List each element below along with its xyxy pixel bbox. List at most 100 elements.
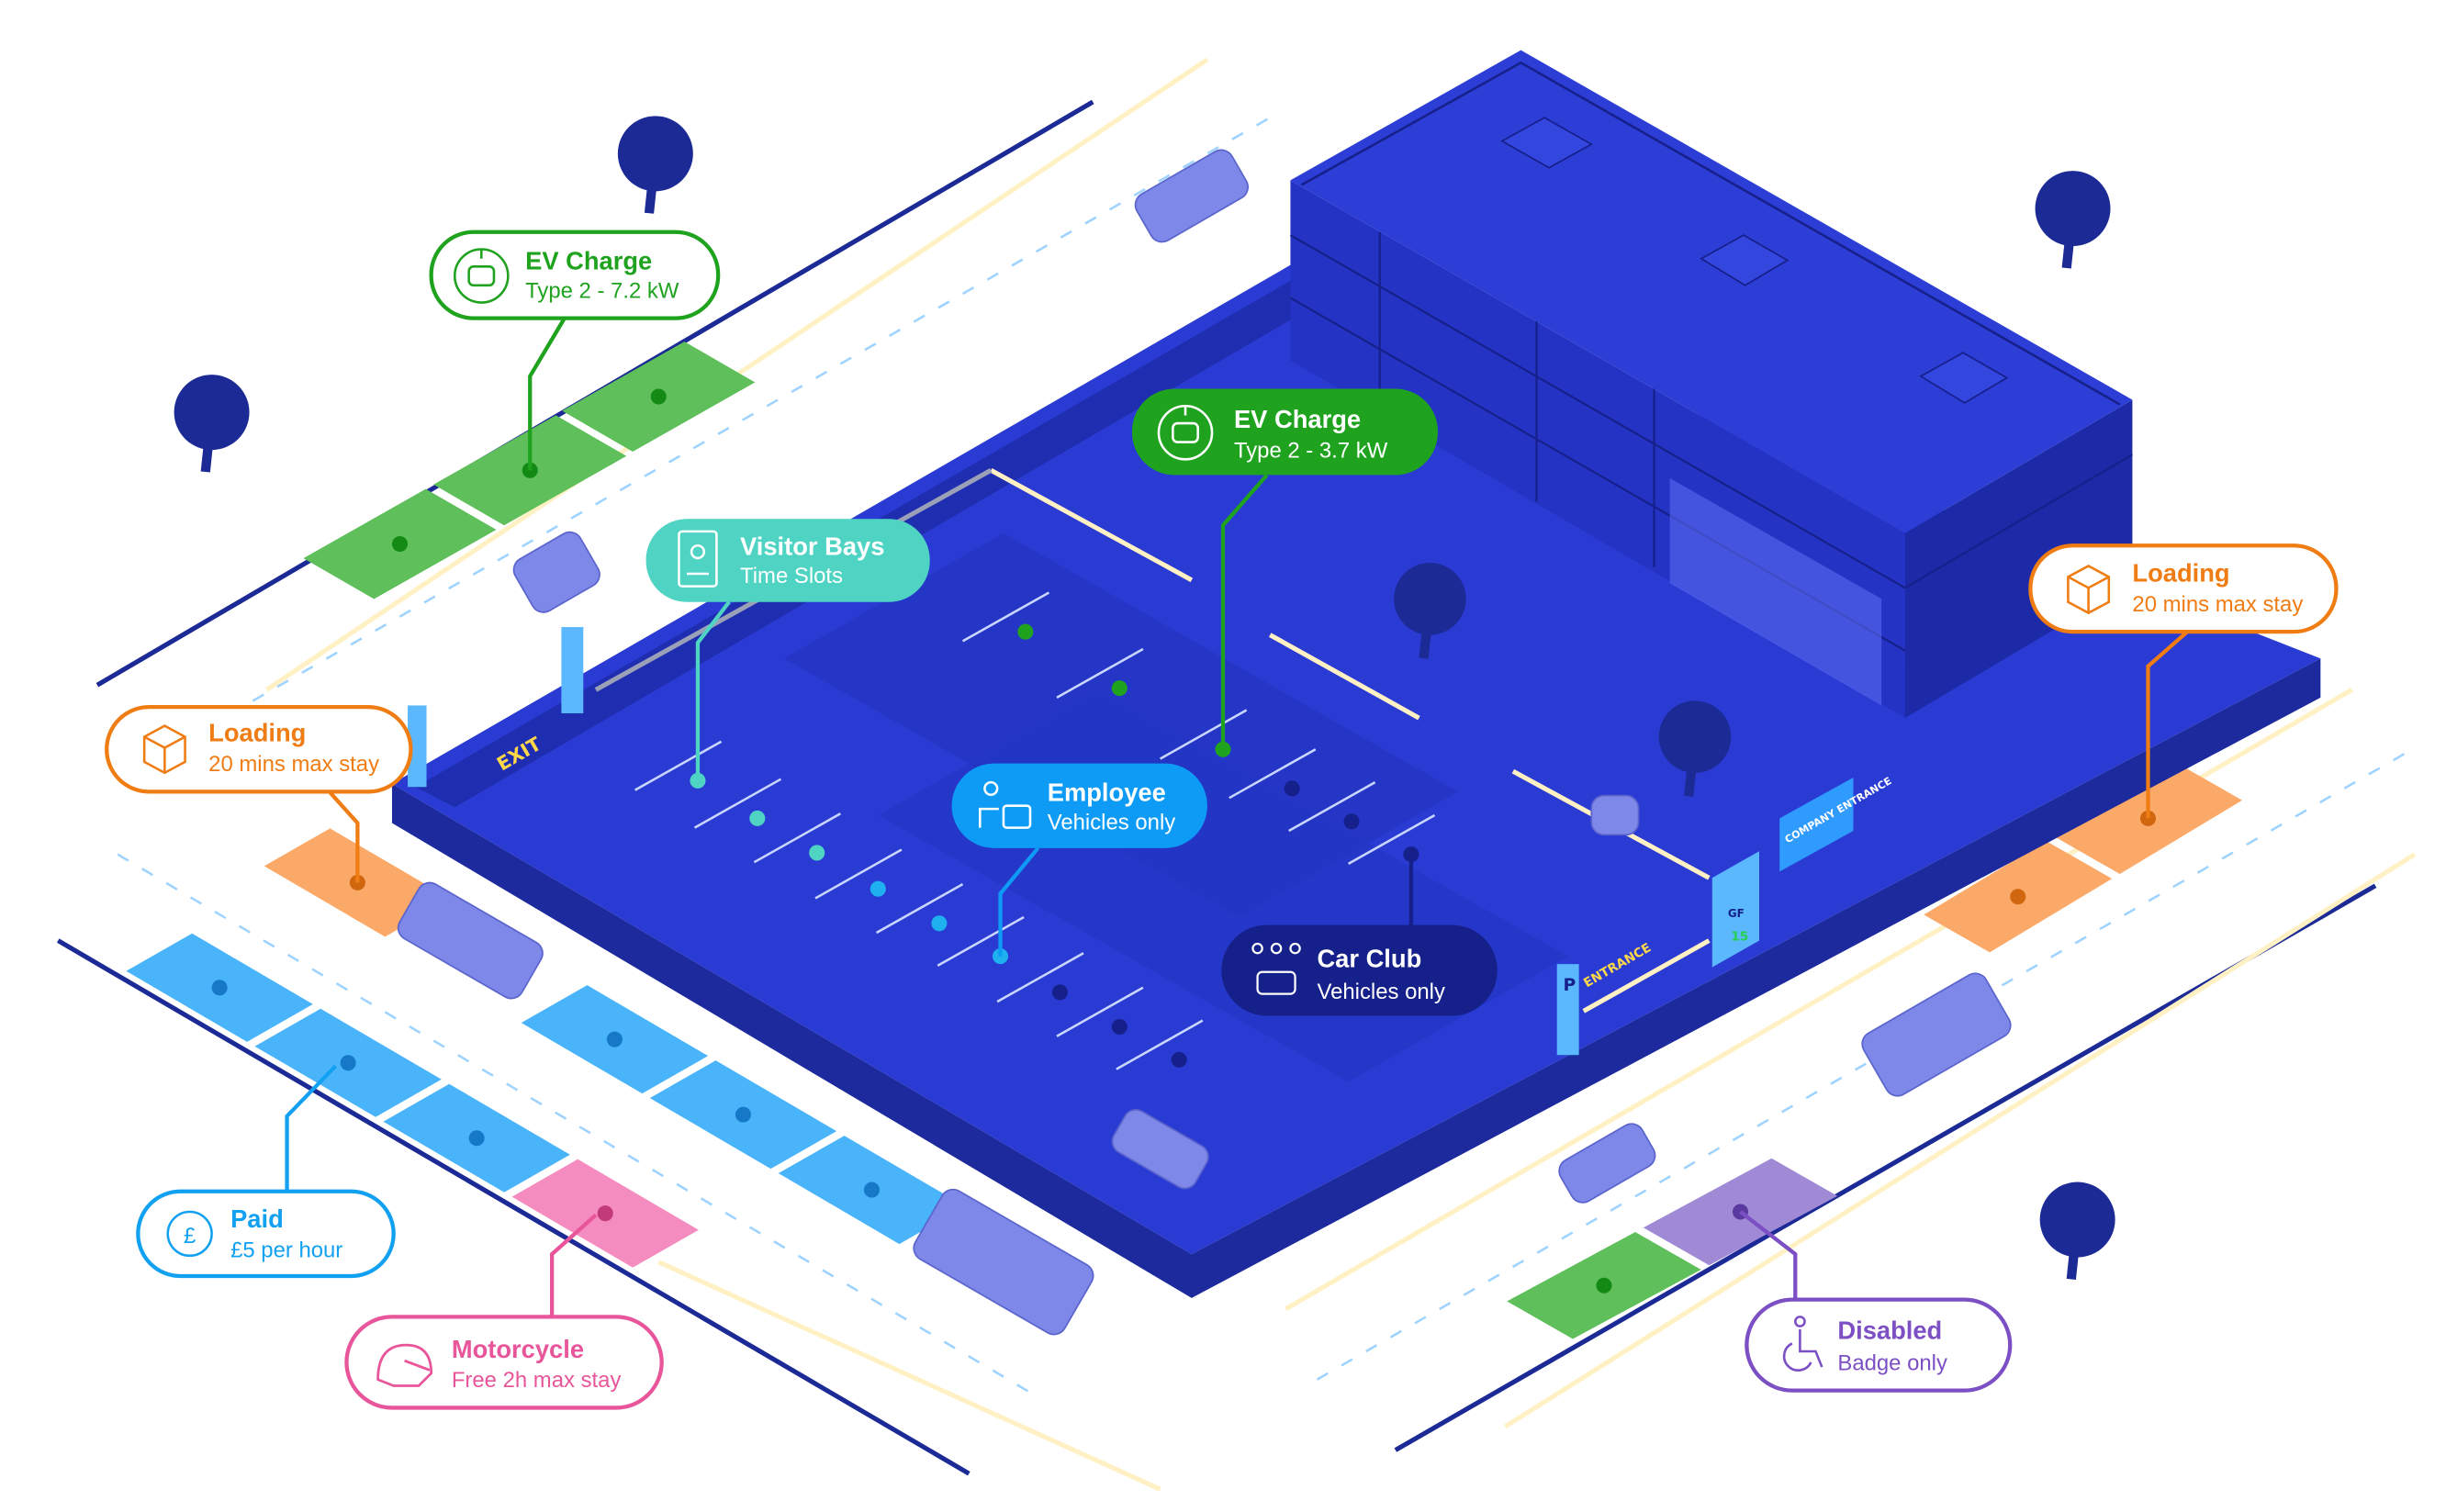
leader-line (528, 317, 567, 471)
roof-units (1500, 117, 2009, 404)
exit-pillar (408, 705, 427, 788)
building-right-face (1904, 399, 2133, 719)
bay-marker-dot (468, 1130, 485, 1147)
stall-line (814, 848, 903, 900)
stall-line (1056, 986, 1144, 1037)
company-entrance-sign (1779, 777, 1854, 872)
car-club-icon (1251, 942, 1301, 995)
motorcycle-label: Motorcycle Free 2h max stay (344, 1315, 664, 1410)
tree-canopy (2039, 1182, 2115, 1258)
vehicles (397, 149, 2012, 1336)
bay-marker-dot (1111, 1018, 1128, 1036)
bay-marker-dot (749, 810, 766, 826)
scooter-vehicle (1590, 794, 1640, 836)
label-title: Loading (208, 719, 306, 747)
street-edge-bottom-left (56, 938, 971, 1476)
roof-edge (1300, 61, 2121, 406)
stall-line (1160, 709, 1248, 760)
label-subtitle: Time Slots (740, 564, 843, 588)
bay-marker-dot (597, 1205, 613, 1222)
streets (56, 57, 2417, 1492)
bay-marker-dot (211, 980, 228, 996)
label-subtitle: 20 mins max stay (208, 752, 379, 777)
car-club-label: Car Club Vehicles only (1221, 924, 1498, 1016)
stall-line (1288, 780, 1376, 833)
entrance-pillar (1556, 964, 1579, 1056)
ev-charge-icon (1157, 404, 1214, 461)
bay-marker-dot (650, 388, 667, 405)
stall-line (961, 591, 1050, 643)
callout-labels: EV Charge Type 2 - 7.2 kW EV Charge Type… (105, 230, 2339, 1410)
loading-right-label: Loading 20 mins max stay (2028, 543, 2339, 634)
car-vehicle (1558, 1123, 1656, 1204)
lot-line (990, 468, 1194, 583)
tree-canopy (1394, 563, 1466, 635)
label-subtitle: Type 2 - 3.7 kW (1234, 439, 1388, 464)
bay-marker-dot (2010, 889, 2026, 905)
leader-line (2146, 630, 2189, 819)
street-dash-line (203, 116, 1271, 731)
car-vehicle (1111, 1109, 1209, 1190)
ev-charge-lot-label: EV Charge Type 2 - 3.7 kW (1131, 388, 1438, 476)
bay-marker-dot (735, 1106, 752, 1123)
truck-vehicle (1861, 972, 2012, 1097)
label-title: Visitor Bays (740, 532, 884, 560)
ev-charge-icon (453, 248, 510, 304)
building-entrance-glass (1669, 477, 1882, 706)
suv-vehicle (1134, 149, 1249, 243)
bay-marker-dot (340, 1055, 356, 1071)
tree-canopy (2035, 171, 2111, 247)
pound-symbol: £ (184, 1224, 196, 1249)
label-subtitle: Vehicles only (1048, 810, 1176, 834)
stall-line (693, 778, 782, 829)
label-title: Paid (230, 1204, 284, 1233)
visitor-badge-icon (678, 530, 718, 588)
label-title: Car Club (1317, 945, 1421, 973)
lot-line (1268, 633, 1420, 721)
label-subtitle: 20 mins max stay (2132, 592, 2303, 617)
parking-p-sign: P (1564, 976, 1576, 995)
stall-line (937, 915, 1025, 968)
label-title: EV Charge (525, 247, 652, 275)
label-subtitle: Free 2h max stay (452, 1368, 622, 1393)
lot-side-wall (391, 658, 2321, 1298)
package-box-icon (142, 724, 186, 775)
bay-marker-dot (1051, 984, 1068, 1001)
label-title: Employee (1048, 778, 1166, 807)
bay-marker-dot (1111, 680, 1128, 697)
leader-line (998, 846, 1040, 957)
stall-line (996, 952, 1084, 1003)
wheelchair-icon (1782, 1316, 1823, 1372)
ev-charge-street-label: EV Charge Type 2 - 7.2 kW (429, 230, 721, 320)
van-vehicle (397, 881, 544, 1000)
stall-line (634, 740, 723, 791)
loading-left-label: Loading 20 mins max stay (105, 705, 413, 794)
bay-marker-dot (606, 1031, 623, 1047)
building-roof (1290, 50, 2133, 533)
disabled-label: Disabled Badge only (1745, 1297, 2013, 1393)
bay-marker-dot (870, 880, 886, 897)
bus-vehicle (913, 1188, 1094, 1336)
employee-briefcase-icon (979, 780, 1032, 829)
pound-coin-icon: £ (166, 1210, 213, 1258)
stall-line (875, 882, 964, 935)
label-title: Motorcycle (452, 1335, 584, 1363)
street-dash-line (117, 853, 1036, 1396)
bay-marker-dot (1596, 1277, 1612, 1294)
package-box-icon (2067, 564, 2111, 615)
leader-line (695, 600, 731, 781)
label-subtitle: Type 2 - 7.2 kW (525, 278, 679, 303)
leader-line (328, 790, 360, 883)
small-car-vehicle (512, 531, 600, 613)
label-title: EV Charge (1234, 405, 1361, 433)
bay-marker-dot (1171, 1051, 1187, 1068)
leader-line (285, 1064, 338, 1192)
leader-lines (285, 317, 2189, 1317)
street-line-yellow (1504, 852, 2417, 1429)
spaces-count: 15 (1731, 930, 1748, 945)
stall-line (1056, 647, 1144, 700)
lot-line (1582, 938, 1711, 1014)
label-subtitle: Vehicles only (1317, 980, 1445, 1004)
bay-marker-dot (809, 845, 825, 861)
